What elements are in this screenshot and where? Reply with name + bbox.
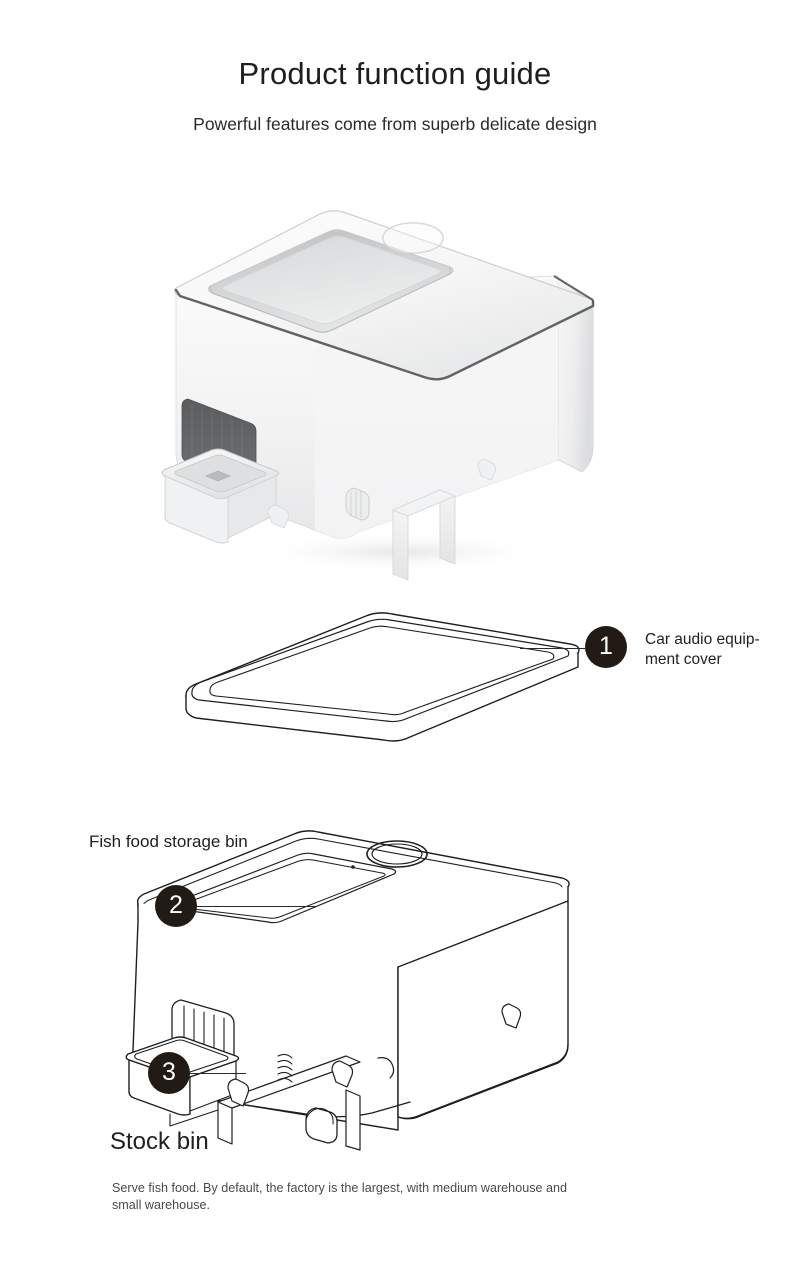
product-photo-illustration (161, 210, 595, 581)
leader-line-1 (520, 648, 586, 649)
thumbscrew-knurl (350, 491, 362, 518)
lid-top-face (191, 618, 570, 723)
page-header: Product function guide Powerful features… (0, 0, 790, 135)
body-indicator-dot (351, 865, 355, 869)
product-foot-right (477, 458, 496, 481)
lid-inner-recess (209, 625, 555, 716)
lid-line-drawing-figure (170, 600, 590, 750)
page-title: Product function guide (238, 56, 552, 91)
page-subtitle: Powerful features come from superb delic… (193, 113, 597, 134)
body-clip-curve (377, 1057, 395, 1079)
callout-badge-1: 1 (585, 626, 627, 668)
bracket-arm-left (217, 1101, 233, 1145)
thumbscrew-body[interactable] (305, 1107, 338, 1144)
storage-bin-label: Fish food storage bin (89, 832, 248, 851)
leader-line-2 (197, 906, 317, 907)
body-right-bottom-edge (397, 1044, 569, 1120)
body-foot-left (227, 1078, 250, 1107)
product-photo-figure (150, 180, 610, 581)
body-line-drawing (125, 830, 570, 1151)
product-foot-left (267, 504, 289, 529)
callout-1[interactable]: 1 Car audio equip- ment cover (585, 626, 790, 670)
stock-bin-tray-front (164, 475, 229, 544)
callout-label-1: Car audio equip- ment cover (645, 631, 760, 668)
callout-badge-2: 2 (155, 885, 197, 927)
leader-line-3 (190, 1073, 246, 1074)
product-right-face (554, 275, 594, 473)
lid-line-drawing (185, 612, 580, 742)
callout-3[interactable]: 3 (148, 1052, 190, 1094)
body-button-icon[interactable] (366, 840, 428, 868)
callout-2[interactable]: 2 (155, 885, 197, 927)
mount-bracket-bridge (391, 489, 457, 517)
footer-note: Serve fish food. By default, the factory… (112, 1181, 568, 1213)
stock-bin-lower-lip (169, 1105, 231, 1127)
body-button-inner (371, 843, 423, 865)
body-foot-right (501, 1003, 522, 1029)
cavity-wall-edge (209, 267, 451, 333)
product-lid-corner-edge (553, 275, 594, 301)
stock-bin-label: Stock bin (110, 1128, 209, 1155)
stock-bin-basin-line (134, 1039, 229, 1075)
mount-bracket-front-arm (392, 509, 409, 581)
thumbscrew-cap (305, 1107, 334, 1125)
coil-detail (277, 1053, 293, 1083)
bracket-arm-right (345, 1089, 361, 1151)
product-lid-rim (174, 288, 595, 381)
callout-badge-3: 3 (148, 1052, 190, 1094)
stock-bin-nub (205, 470, 231, 482)
lid-thickness (185, 653, 579, 742)
lid-button-icon[interactable] (382, 222, 444, 254)
product-cavity-inner (222, 235, 441, 325)
bracket-bridge (217, 1055, 361, 1109)
body-line-drawing-figure (110, 830, 670, 1151)
lid-button-fill (383, 223, 443, 253)
body-foot-mid (331, 1060, 354, 1088)
thumbscrew[interactable] (345, 487, 370, 521)
